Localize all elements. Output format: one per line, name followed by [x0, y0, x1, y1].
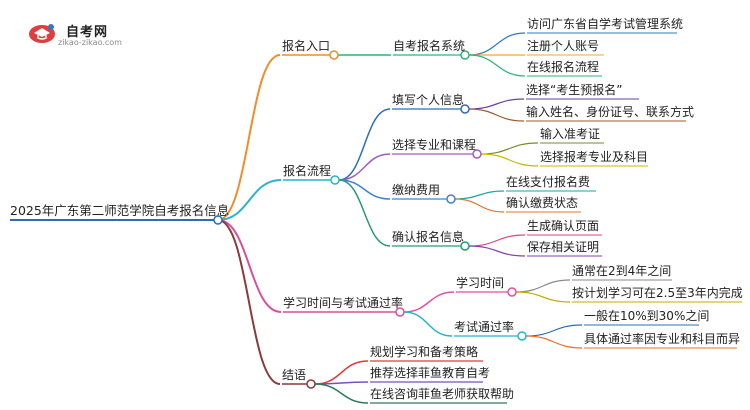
- subtopic-3-1-label: 学习时间: [456, 276, 505, 290]
- branch-3-label: 学习时间与考试通过率: [283, 296, 404, 310]
- branch-collapse-toggle[interactable]: [330, 175, 340, 185]
- subtopic-4-3-label: 在线咨询菲鱼老师获取帮助: [370, 387, 515, 401]
- leaf-2-4-2-label: 保存相关证明: [527, 240, 600, 254]
- subtopic-collapse-toggle[interactable]: [507, 287, 517, 297]
- branch-1-label: 报名入口: [282, 39, 331, 53]
- subtopic-2-1-label: 填写个人信息: [392, 93, 465, 107]
- leaf-2-4-1-label: 生成确认页面: [527, 219, 600, 233]
- leaf-3-1-1-label: 通常在2到4年之间: [572, 264, 672, 278]
- leaf-1-1-1-label: 访问广东省自学考试管理系统: [527, 17, 684, 31]
- leaf-connector: [468, 234, 526, 247]
- branch-connector: [217, 219, 282, 313]
- subtopic-connector: [338, 179, 391, 247]
- subtopic-2-4-label: 确认报名信息: [392, 230, 465, 244]
- leaf-2-3-1-label: 在线支付报名费: [506, 175, 591, 189]
- logo-title: 自考网: [66, 25, 109, 40]
- subtopic-collapse-toggle[interactable]: [460, 104, 470, 114]
- leaf-2-1-2-label: 输入姓名、身份证号、联系方式: [526, 105, 695, 119]
- leaf-connector: [525, 324, 583, 337]
- subtopic-3-2-label: 考试通过率: [454, 320, 515, 334]
- branch-collapse-toggle[interactable]: [329, 50, 339, 60]
- subtopic-connector: [314, 360, 369, 385]
- leaf-connector: [468, 108, 525, 122]
- leaf-3-2-2-label: 具体通过率因专业和科目而异: [584, 332, 741, 346]
- branch-connector: [217, 54, 281, 221]
- branch-connector: [217, 179, 282, 221]
- leaf-connector: [468, 98, 525, 110]
- leaf-connector: [468, 32, 526, 56]
- leaf-connector: [468, 54, 526, 77]
- branch-collapse-toggle[interactable]: [306, 379, 316, 389]
- leaf-connector: [468, 245, 526, 257]
- leaf-1-1-2-label: 注册个人账号: [527, 39, 600, 53]
- leaf-connector: [525, 335, 583, 349]
- leaf-2-2-2-label: 选择报考专业及科目: [540, 150, 649, 164]
- leaf-2-3-2-label: 确认缴费状态: [506, 196, 579, 210]
- branch-collapse-toggle[interactable]: [395, 307, 405, 317]
- root-topic: 2025年广东第二师范学院自考报名信息: [10, 203, 230, 218]
- subtopic-collapse-toggle[interactable]: [472, 149, 482, 159]
- subtopic-connector: [314, 383, 369, 404]
- subtopic-4-1-label: 规划学习和备考策略: [370, 345, 479, 359]
- subtopic-collapse-toggle[interactable]: [460, 50, 470, 60]
- leaf-connector: [515, 279, 571, 293]
- leaf-2-2-1-label: 输入准考证: [540, 127, 601, 141]
- subtopic-connector: [338, 108, 391, 181]
- branch-4-label: 结语: [282, 368, 307, 382]
- leaf-1-1-3-label: 在线报名流程: [527, 60, 600, 74]
- leaf-3-1-2-label: 按计划学习可在2.5至3年内完成: [572, 286, 743, 300]
- leaf-connector: [515, 291, 571, 303]
- branch-connector: [217, 219, 281, 385]
- site-logo[interactable]: 自考网 zikao-zikao.com: [28, 20, 148, 50]
- subtopic-connector: [338, 153, 391, 181]
- leaf-3-2-1-label: 一般在10%到30%之间: [584, 309, 710, 323]
- leaf-2-1-1-label: 选择“考生预报名”: [526, 83, 623, 97]
- root-collapse-toggle[interactable]: [213, 215, 223, 225]
- subtopic-collapse-toggle[interactable]: [460, 241, 470, 251]
- subtopic-4-2-label: 推荐选择菲鱼教育自考: [370, 366, 491, 380]
- leaf-connector: [454, 198, 505, 213]
- subtopic-collapse-toggle[interactable]: [446, 194, 456, 204]
- leaf-connector: [480, 153, 539, 167]
- subtopic-collapse-toggle[interactable]: [517, 331, 527, 341]
- leaf-connector: [454, 190, 505, 200]
- subtopic-connector: [338, 179, 391, 200]
- subtopic-2-2-label: 选择专业和课程: [392, 138, 477, 152]
- leaf-connector: [480, 142, 539, 155]
- branch-2-label: 报名流程: [283, 164, 332, 178]
- subtopic-2-3-label: 缴纳费用: [392, 183, 441, 197]
- logo-subtitle: zikao-zikao.com: [58, 38, 122, 47]
- subtopic-connector: [403, 291, 455, 313]
- graduation-cap-icon: [29, 24, 55, 43]
- subtopic-connector: [403, 311, 453, 337]
- subtopic-1-1-label: 自考报名系统: [393, 39, 466, 53]
